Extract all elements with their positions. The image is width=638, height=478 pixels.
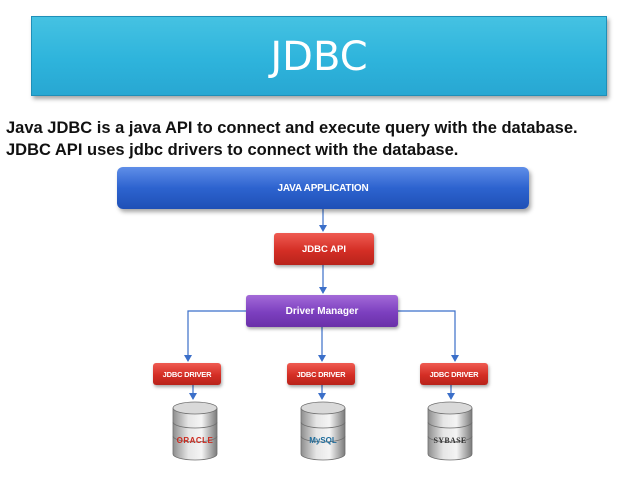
oracle-database: ORACLE bbox=[170, 400, 220, 462]
jdbc-driver-box-3: JDBC DRIVER bbox=[420, 363, 488, 385]
database-icon bbox=[427, 401, 473, 461]
title-banner: JDBC bbox=[31, 16, 607, 96]
jdbc-api-box: JDBC API bbox=[274, 233, 374, 265]
description-line-2: JDBC API uses jdbc drivers to connect wi… bbox=[6, 141, 459, 159]
java-application-box: JAVA APPLICATION bbox=[117, 167, 529, 209]
jdbc-driver-box-2: JDBC DRIVER bbox=[287, 363, 355, 385]
database-icon bbox=[172, 401, 218, 461]
mysql-database: MySQL bbox=[298, 400, 348, 462]
database-label: MySQL bbox=[309, 436, 337, 445]
description-line-1: Java JDBC is a java API to connect and e… bbox=[6, 119, 578, 137]
connector-manager-driver-3 bbox=[398, 310, 459, 362]
database-label: SYBASE bbox=[433, 436, 467, 445]
database-icon bbox=[300, 401, 346, 461]
database-label: ORACLE bbox=[176, 436, 214, 445]
page-title: JDBC bbox=[270, 34, 368, 80]
driver-manager-box: Driver Manager bbox=[246, 295, 398, 327]
jdbc-driver-box-1: JDBC DRIVER bbox=[153, 363, 221, 385]
sybase-database: SYBASE bbox=[425, 400, 475, 462]
connector-manager-driver-1 bbox=[184, 310, 246, 362]
